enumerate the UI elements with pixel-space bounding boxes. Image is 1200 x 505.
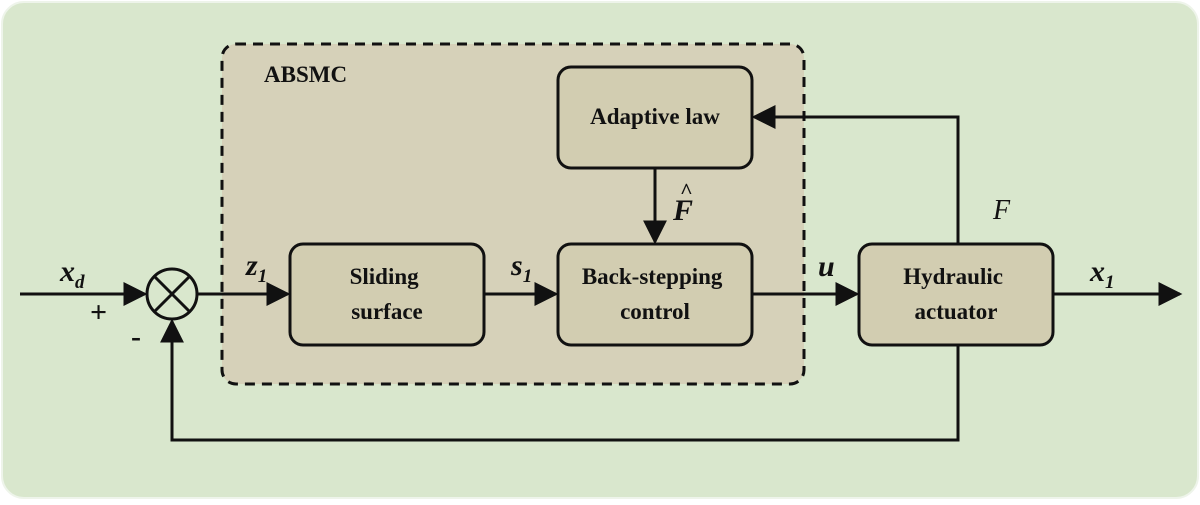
force-signal-label: F (992, 195, 1011, 226)
sliding-signal-label: s1 (510, 249, 532, 287)
sliding-surface-line-2: surface (351, 299, 423, 324)
force-feedback-arrow (751, 105, 960, 244)
svg-text:Back-stepping control: Back-stepping control (582, 264, 728, 324)
sliding-surface-block: Sliding surface (288, 242, 486, 347)
adaptive-law-block: Adaptive law (556, 65, 754, 170)
hydraulic-line-2: actuator (914, 299, 997, 324)
svg-text:Hydraulic actuator: Hydraulic actuator (903, 264, 1008, 324)
backstepping-control-block: Back-stepping control (556, 242, 754, 347)
force-estimate-symbol: F (672, 194, 693, 227)
backstepping-line-2: control (620, 299, 690, 324)
svg-text:Sliding surface: Sliding surface (350, 264, 425, 324)
force-estimate-hat: ^ (680, 178, 693, 203)
sliding-surface-line-1: Sliding (350, 264, 420, 289)
adaptive-law-label: Adaptive law (590, 104, 720, 129)
backstepping-line-1: Back-stepping (582, 264, 723, 289)
reference-signal-label: xd (59, 255, 85, 293)
output-signal-label: x1 (1089, 255, 1115, 293)
plus-sign: + (90, 296, 107, 329)
svg-text:Adaptive law: Adaptive law (590, 104, 720, 129)
control-signal-label: u (818, 250, 835, 283)
hydraulic-line-1: Hydraulic (903, 264, 1003, 289)
absmc-title: ABSMC (264, 62, 347, 87)
hydraulic-actuator-block: Hydraulic actuator (857, 242, 1055, 347)
position-feedback-arrow (160, 318, 960, 442)
minus-sign: - (131, 320, 141, 353)
error-signal-label: z1 (245, 249, 267, 287)
force-estimate-label: F ^ (672, 178, 693, 227)
